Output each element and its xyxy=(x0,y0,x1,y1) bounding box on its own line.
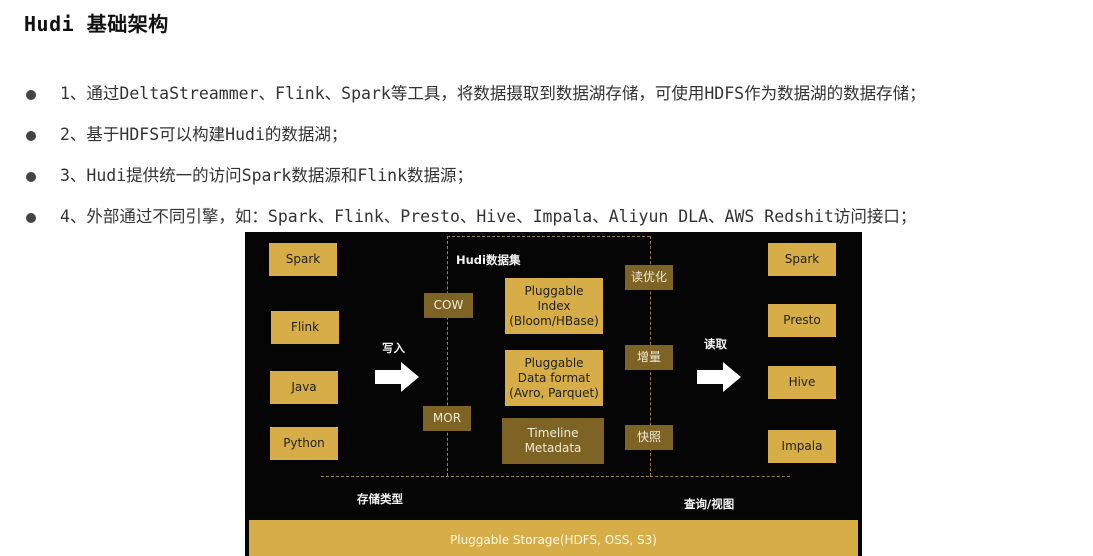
query-type-incremental: 增量 xyxy=(625,345,673,370)
list-item: 1、通过DeltaStreammer、Flink、Spark等工具，将数据摄取到… xyxy=(24,80,926,121)
source-spark: Spark xyxy=(269,243,337,276)
list-item-text: 2、基于HDFS可以构建Hudi的数据湖； xyxy=(60,125,348,144)
engine-impala: Impala xyxy=(768,430,836,463)
write-arrow-icon xyxy=(375,362,419,392)
table-type-mor: MOR xyxy=(423,406,471,431)
bullet-dot xyxy=(26,90,36,100)
dataset-frame-top xyxy=(447,236,650,237)
read-label: 读取 xyxy=(704,337,727,351)
dataset-frame-left xyxy=(447,236,448,476)
engine-presto: Presto xyxy=(768,304,836,337)
table-type-cow: COW xyxy=(424,293,473,318)
source-java: Java xyxy=(270,371,338,404)
source-flink: Flink xyxy=(271,311,339,344)
list-item-text: 3、Hudi提供统一的访问Spark数据源和Flink数据源； xyxy=(60,166,474,185)
component-timeline: Timeline Metadata xyxy=(502,418,604,464)
list-item: 2、基于HDFS可以构建Hudi的数据湖； xyxy=(24,121,926,162)
bottom-line-left xyxy=(321,476,649,477)
engine-hive: Hive xyxy=(768,366,836,399)
bullet-dot xyxy=(26,172,36,182)
query-type-read-optimized: 读优化 xyxy=(625,265,673,290)
bullet-dot xyxy=(26,213,36,223)
source-python: Python xyxy=(270,427,338,460)
bottom-line-right xyxy=(650,476,790,477)
list-item: 3、Hudi提供统一的访问Spark数据源和Flink数据源； xyxy=(24,162,926,203)
list-item-text: 4、外部通过不同引擎，如：Spark、Flink、Presto、Hive、Imp… xyxy=(60,207,917,226)
list-item-text: 1、通过DeltaStreammer、Flink、Spark等工具，将数据摄取到… xyxy=(60,84,926,103)
component-index: Pluggable Index (Bloom/HBase) xyxy=(505,278,603,334)
architecture-diagram: Spark Flink Java Python 写入 Hudi数据集 COW M… xyxy=(245,232,862,556)
dataset-label: Hudi数据集 xyxy=(456,253,521,267)
list-item: 4、外部通过不同引擎，如：Spark、Flink、Presto、Hive、Imp… xyxy=(24,203,926,244)
query-type-snapshot: 快照 xyxy=(625,425,673,450)
component-data-format: Pluggable Data format (Avro, Parquet) xyxy=(505,350,603,406)
bullet-dot xyxy=(26,131,36,141)
storage-type-label: 存储类型 xyxy=(357,492,403,506)
bullet-list: 1、通过DeltaStreammer、Flink、Spark等工具，将数据摄取到… xyxy=(24,80,926,244)
write-label: 写入 xyxy=(382,341,405,355)
read-arrow-icon xyxy=(697,362,741,392)
engine-spark: Spark xyxy=(768,243,836,276)
pluggable-storage-bar: Pluggable Storage(HDFS, OSS, S3) xyxy=(249,520,858,556)
page-title: Hudi 基础架构 xyxy=(24,12,169,36)
query-view-label: 查询/视图 xyxy=(684,497,735,511)
